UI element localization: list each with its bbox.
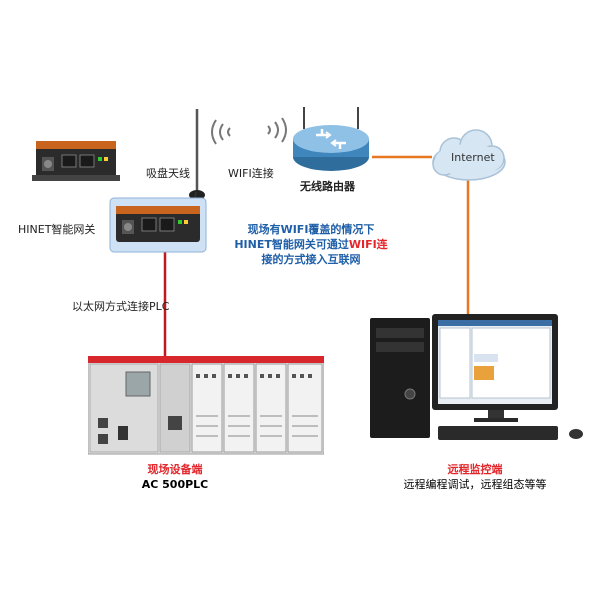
field-device-subtitle: AC 500PLC	[141, 478, 209, 491]
field-device-caption: 现场设备端 AC 500PLC	[130, 462, 220, 492]
remote-computer-image	[370, 314, 583, 440]
remote-monitor-title: 远程监控端	[447, 463, 503, 476]
ac500-plc-image	[88, 356, 324, 455]
hinet-gateway-device	[109, 197, 207, 253]
wifi-signal-right-icon	[267, 117, 287, 143]
remote-monitor-caption: 远程监控端 远程编程调试，远程组态等等	[390, 462, 560, 492]
remote-monitor-subtitle: 远程编程调试，远程组态等等	[403, 478, 547, 491]
field-device-title: 现场设备端	[147, 463, 203, 476]
wifi-link-label: WIFI连接	[228, 167, 274, 180]
gateway-device-image	[32, 141, 120, 181]
note-line-1: 现场有WIFI覆盖的情况下	[247, 223, 375, 236]
antenna-label: 吸盘天线	[146, 167, 190, 180]
wireless-router-icon	[293, 107, 369, 171]
note-line-2a: HINET智能网关可通过	[234, 238, 349, 251]
note-line-3: 接的方式接入互联网	[261, 253, 361, 266]
router-label: 无线路由器	[300, 180, 355, 193]
plc-link-label: 以太网方式连接PLC	[72, 300, 170, 313]
internet-label: Internet	[451, 151, 495, 164]
gateway-label: HINET智能网关	[18, 223, 96, 236]
wifi-signal-left-icon	[211, 119, 231, 145]
note-line-2b: WIFI连	[348, 238, 388, 251]
internet-cloud-icon	[432, 129, 506, 181]
wifi-access-note: 现场有WIFI覆盖的情况下 HINET智能网关可通过WIFI连 接的方式接入互联…	[226, 222, 396, 267]
